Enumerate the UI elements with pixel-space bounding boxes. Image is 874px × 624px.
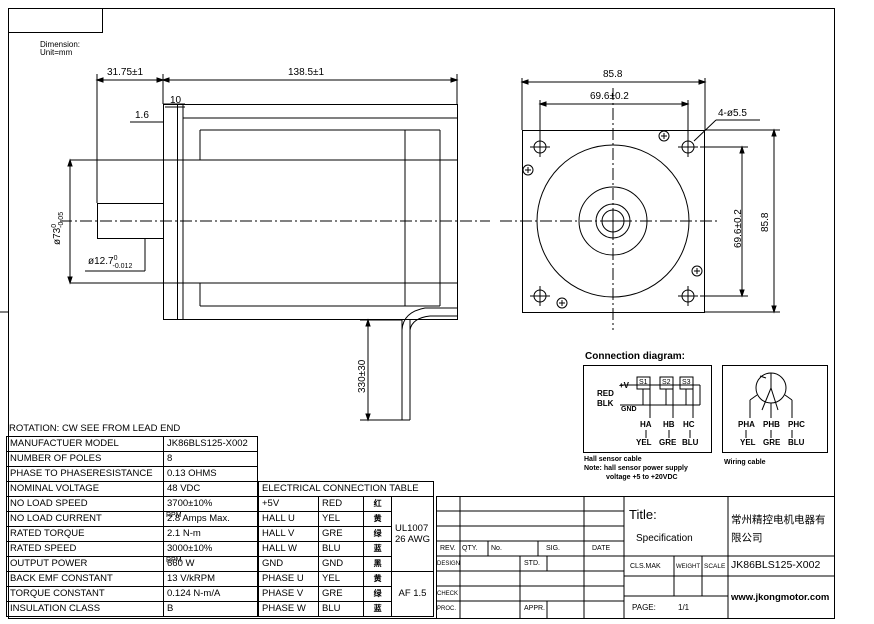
rpm-mark-2: RPM	[166, 557, 182, 564]
tb-company-line2: 限公司	[731, 532, 763, 544]
electrical-cable-spec-2: AF 1.5	[390, 571, 435, 617]
tb-no: No.	[491, 545, 502, 552]
sensor-s1: S1	[639, 379, 648, 386]
dimension-label: Dimension:	[40, 40, 81, 49]
rpm-mark-1: RPM	[166, 512, 182, 519]
tb-website[interactable]: www.jkongmotor.com	[731, 592, 830, 603]
tb-proc: PROC.	[437, 606, 457, 612]
wiring-cable-label: Wiring cable	[724, 459, 766, 466]
note-line2: voltage +5 to +20VDC	[606, 474, 678, 481]
tb-weight: WEIGHT	[676, 564, 700, 570]
tb-rev: REV.	[440, 545, 456, 552]
shaft-length-dim: 31.75±1	[107, 67, 144, 78]
unit-label: Unit=mm	[40, 48, 73, 57]
hall-hb: HB	[663, 420, 675, 429]
side-view	[60, 74, 490, 422]
screws	[522, 130, 703, 309]
flange-thickness-dim: 10	[170, 95, 182, 106]
front-view	[500, 78, 780, 330]
motor-body-outline	[177, 104, 458, 320]
electrical-color: BLU	[318, 601, 365, 617]
phase-phc: PHC	[788, 420, 805, 429]
step-dim: 1.6	[135, 110, 149, 121]
sensor-s3: S3	[682, 379, 691, 386]
tb-page-label: PAGE:	[632, 603, 656, 612]
hall-sensor-box	[583, 365, 712, 453]
note-line1: Note: hall sensor power supply	[584, 465, 688, 472]
red-label: RED	[597, 389, 614, 398]
phase-phb: PHB	[763, 420, 780, 429]
tb-page-value: 1/1	[678, 603, 690, 612]
hole-spacing-h-dim: 69.6±0.2	[590, 91, 629, 102]
tb-model: JK86BLS125-X002	[731, 559, 821, 571]
hall-hc: HC	[683, 420, 695, 429]
body-length-dim: 138.5±1	[288, 67, 325, 78]
hall-color-gre: GRE	[659, 438, 677, 447]
tb-date: DATE	[592, 545, 611, 552]
hall-cable-label: Hall sensor cable	[584, 456, 642, 463]
electrical-cn: 蓝	[363, 601, 392, 617]
drawing-frame	[8, 8, 835, 619]
spec-label: INSULATION CLASS	[6, 601, 164, 617]
hall-color-yel: YEL	[636, 438, 652, 447]
tb-design: DESIGN	[437, 561, 461, 567]
phase-color-yel: YEL	[740, 438, 756, 447]
gnd-label: GND	[621, 406, 637, 413]
cable1-line2: 26 AWG	[394, 534, 430, 545]
blk-label: BLK	[597, 399, 614, 408]
phase-pha: PHA	[738, 420, 755, 429]
tb-appr: APPR.	[524, 605, 546, 612]
tb-std: STD.	[524, 560, 540, 567]
connection-title: Connection diagram:	[585, 351, 686, 362]
tb-sig: SIG.	[546, 545, 561, 552]
tb-title-value: Specification	[636, 533, 693, 544]
mount-holes	[530, 137, 698, 306]
tb-qty: QTY.	[462, 545, 478, 552]
wiring-box	[722, 365, 828, 453]
holes-dim: 4-ø5.5	[718, 108, 747, 119]
frame-corner-box	[8, 8, 103, 33]
tb-title-label: Title:	[629, 507, 657, 522]
connection-diagram	[583, 365, 828, 453]
spec-value: B	[163, 601, 258, 617]
tb-check: CHECK	[437, 591, 459, 597]
overall-width-dim: 85.8	[603, 69, 623, 80]
shaft-diameter-dim: ø12.70-0.012	[88, 255, 133, 270]
tb-scale: SCALE	[704, 563, 726, 570]
sensor-s2: S2	[662, 379, 671, 386]
plus-v-label: +V	[619, 381, 630, 390]
hall-color-blu: BLU	[682, 438, 699, 447]
hall-ha: HA	[640, 420, 652, 429]
phase-color-gre: GRE	[763, 438, 781, 447]
phase-color-blu: BLU	[788, 438, 805, 447]
rotation-note: ROTATION: CW SEE FROM LEAD END	[9, 423, 181, 434]
cable1-line1: UL1007	[394, 523, 429, 534]
tb-cls-mak: CLS.MAK	[630, 563, 661, 570]
tb-company-line1: 常州精控电机电器有	[731, 514, 826, 526]
